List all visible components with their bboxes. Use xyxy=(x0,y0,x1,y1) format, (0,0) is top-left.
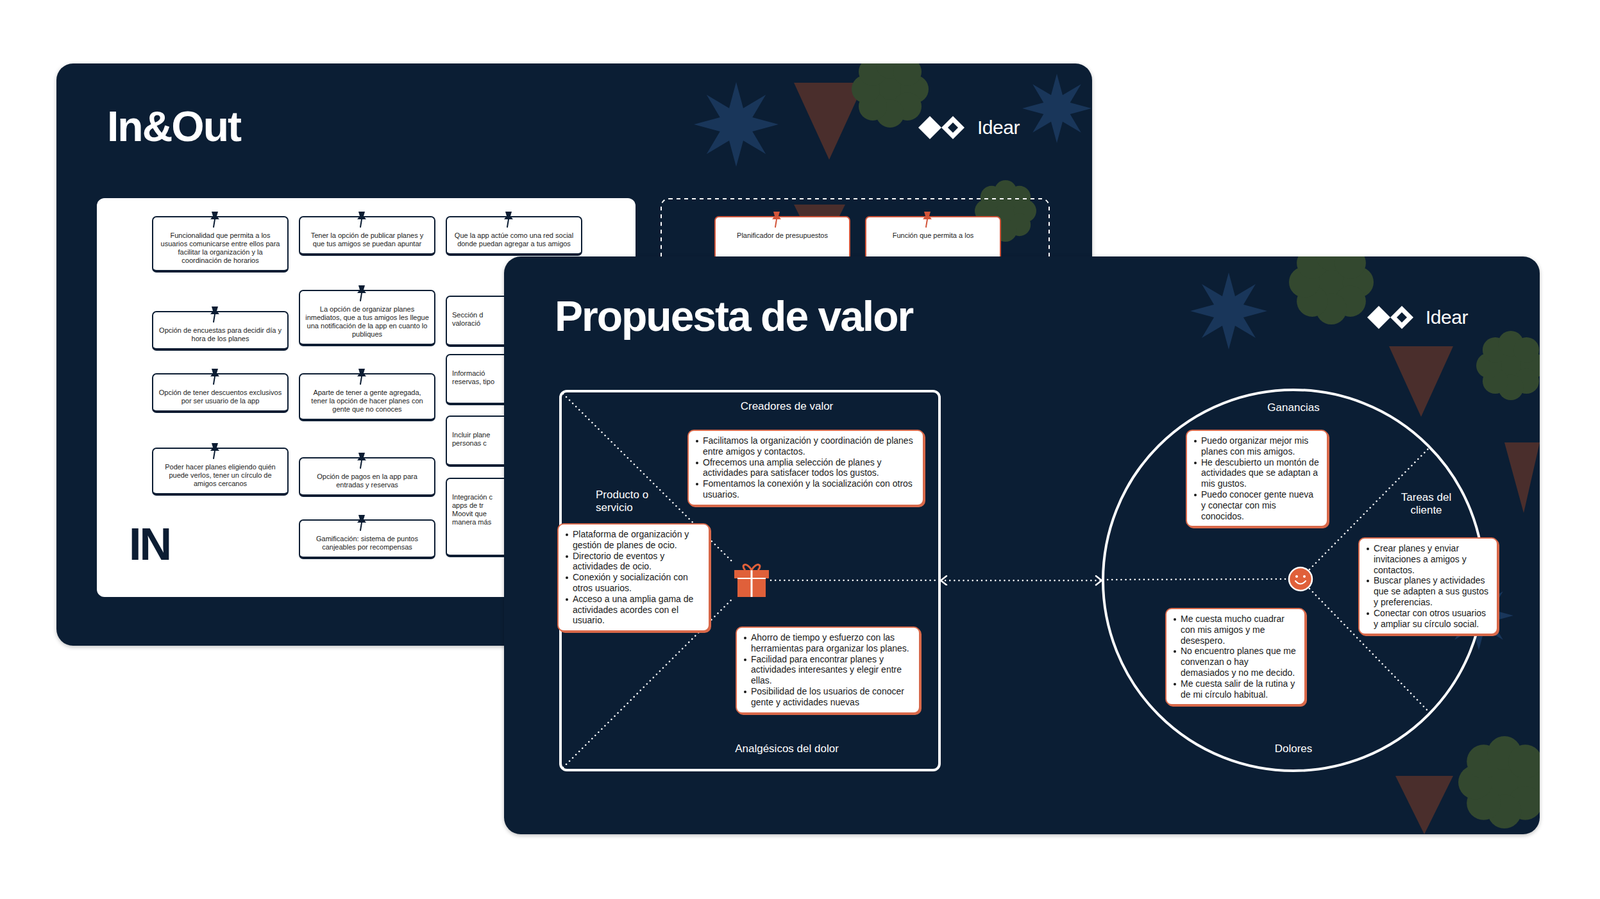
sticky-note: Opción de encuestas para decidir día y h… xyxy=(151,311,289,351)
pin-icon xyxy=(207,441,222,461)
bullet-text: Plataforma de organización y gestión de … xyxy=(563,529,703,551)
bullet-text: No encuentro planes que me convenzan o h… xyxy=(1171,645,1298,678)
text-holder: IN xyxy=(128,518,170,571)
note-text: Que la app actúe como una red social don… xyxy=(452,231,576,249)
text-holder: Analgésicos del dolor xyxy=(690,742,884,756)
note-text: Tener la opción de publicar planes y que… xyxy=(305,231,430,249)
text-holder: Producto o servicio xyxy=(595,488,650,515)
bullet-text: He descubierto un montón de actividades … xyxy=(1192,457,1321,490)
profile-box: Me cuesta mucho cuadrar con mis amigos y… xyxy=(1165,607,1306,706)
bullet-text: Puedo conocer gente nueva y conectar con… xyxy=(1192,489,1321,522)
pin-icon xyxy=(354,366,369,387)
sticky-note: Tener la opción de publicar planes y que… xyxy=(298,216,436,256)
note-text: Aparte de tener a gente agregada, tener … xyxy=(305,388,430,414)
sticky-note: Opción de pagos en la app para entradas … xyxy=(298,457,436,497)
bullet-text: Ahorro de tiempo y esfuerzo con las herr… xyxy=(741,632,913,655)
slide: Propuesta de valor Idear Creadores de val… xyxy=(504,256,1540,835)
value-box: Ahorro de tiempo y esfuerzo con las herr… xyxy=(735,626,921,714)
bullet-text: Directorio de eventos y actividades de o… xyxy=(563,550,703,573)
section-label: Ganancias xyxy=(1229,401,1358,415)
text-holder: Propuesta de valor xyxy=(554,291,913,341)
sticky-note: Funcionalidad que permita a los usuarios… xyxy=(151,216,289,273)
pin-icon xyxy=(354,283,369,303)
section-label: Producto o servicio xyxy=(595,488,650,515)
text-holder: Idear xyxy=(1425,305,1468,329)
section-label: Tareas del cliente xyxy=(1387,491,1465,517)
note-text: Función que permita a los xyxy=(871,231,995,240)
connector-arrow xyxy=(940,579,1102,582)
text-holder: Ganancias xyxy=(1229,401,1358,415)
profile-box: Puedo organizar mejor mis planes con mis… xyxy=(1185,429,1329,528)
pin-icon xyxy=(769,209,784,229)
sticky-note: Poder hacer planes eligiendo quién puede… xyxy=(151,447,289,496)
note-text: Planificador de presupuestos xyxy=(720,231,844,240)
pin-icon xyxy=(501,209,516,229)
slide-title: In&Out xyxy=(107,101,241,151)
pin-icon xyxy=(207,304,222,324)
bullet-text: Puedo organizar mejor mis planes con mis… xyxy=(1192,435,1321,458)
customer-profile-circle: GananciasTareas del clienteDolores Puedo … xyxy=(1101,388,1486,773)
bullet-text: Buscar planes y actividades que se adapt… xyxy=(1364,575,1491,608)
note-text: Incluir plane personas c xyxy=(452,430,504,448)
sticky-note: Gamificación: sistema de puntos canjeabl… xyxy=(298,519,436,560)
bullet-text: Acceso a una amplia gama de actividades … xyxy=(563,593,703,626)
note-text: Opción de tener descuentos exclusivos po… xyxy=(158,388,283,406)
bullet-text: Posibilidad de los usuarios de conocer g… xyxy=(741,686,913,708)
value-box: Plataforma de organización y gestión de … xyxy=(557,523,710,632)
sticky-note: Aparte de tener a gente agregada, tener … xyxy=(298,373,436,422)
slide-title: Propuesta de valor xyxy=(554,291,913,341)
brand-name: Idear xyxy=(1425,305,1468,329)
pin-icon xyxy=(354,513,369,533)
text-holder: Idear xyxy=(977,116,1020,140)
bullet-text: Conexión y socialización con otros usuar… xyxy=(563,572,703,594)
text-holder: Dolores xyxy=(1229,742,1358,756)
section-label: Analgésicos del dolor xyxy=(690,742,884,756)
pin-icon xyxy=(207,366,222,387)
note-text: La opción de organizar planes inmediatos… xyxy=(305,305,430,339)
pin-icon xyxy=(354,209,369,229)
note-text: Funcionalidad que permita a los usuarios… xyxy=(158,231,283,265)
section-label: Dolores xyxy=(1229,742,1358,756)
value-map-square: Creadores de valorProducto o servicioAna… xyxy=(559,389,941,772)
note-text: Poder hacer planes eligiendo quién puede… xyxy=(158,463,283,489)
note-text: Opción de pagos en la app para entradas … xyxy=(305,472,430,490)
profile-box: Crear planes y enviar invitaciones a ami… xyxy=(1358,537,1499,635)
panel-label: IN xyxy=(128,518,170,571)
sticky-note: Opción de tener descuentos exclusivos po… xyxy=(151,373,289,413)
note-text: Opción de encuestas para decidir día y h… xyxy=(158,326,283,344)
note-text: Integración c apps de tr Moovit que mane… xyxy=(452,493,504,527)
sticky-note: Que la app actúe como una red social don… xyxy=(445,216,583,256)
text-holder: Tareas del cliente xyxy=(1387,491,1465,517)
bullet-text: Me cuesta salir de la rutina y de mi cír… xyxy=(1171,678,1298,701)
bullet-text: Ofrecemos una amplia selección de planes… xyxy=(693,457,917,480)
text-holder: Creadores de valor xyxy=(722,400,851,413)
note-text: Gamificación: sistema de puntos canjeabl… xyxy=(305,534,430,552)
bullet-text: Conectar con otros usuarios y ampliar su… xyxy=(1364,607,1491,630)
section-label: Creadores de valor xyxy=(722,400,851,413)
note-text: Sección d valoració xyxy=(452,311,504,328)
pin-icon xyxy=(920,209,935,229)
bullet-text: Facilitamos la organización y coordinaci… xyxy=(693,435,917,458)
pin-icon xyxy=(207,209,222,229)
bullet-text: Crear planes y enviar invitaciones a ami… xyxy=(1364,543,1491,576)
note-text: Informació reservas, tipo xyxy=(452,369,504,387)
text-holder: In&Out xyxy=(107,101,241,151)
bullet-text: Facilidad para encontrar planes y activi… xyxy=(741,654,913,687)
sticky-note: La opción de organizar planes inmediatos… xyxy=(298,289,436,347)
value-box: Facilitamos la organización y coordinaci… xyxy=(687,429,925,506)
pin-icon xyxy=(354,450,369,471)
brand-name: Idear xyxy=(977,116,1020,140)
bullet-text: Me cuesta mucho cuadrar con mis amigos y… xyxy=(1171,613,1298,646)
bullet-text: Fomentamos la conexión y la socializació… xyxy=(693,478,917,501)
